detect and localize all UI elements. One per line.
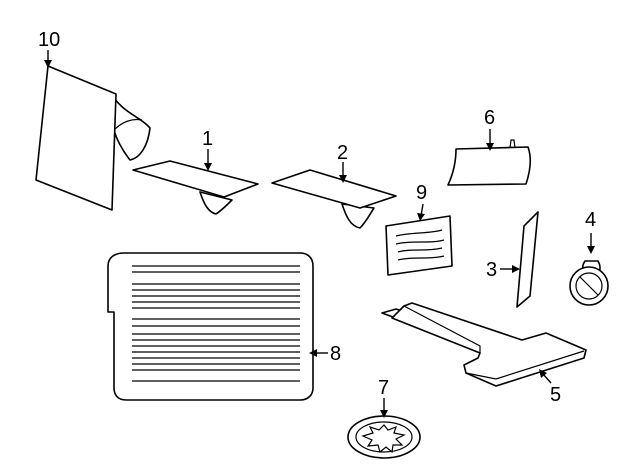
leader-5	[539, 369, 552, 384]
leader-1	[204, 149, 212, 171]
part-4-tag	[569, 260, 609, 306]
leader-7	[380, 398, 388, 418]
part-5-mat	[381, 302, 587, 387]
part-7-emblem	[347, 415, 421, 459]
leader-6	[486, 129, 494, 151]
callout-10: 10	[38, 29, 60, 51]
callout-3: 3	[486, 259, 497, 281]
callout-4: 4	[585, 209, 596, 231]
callout-1: 1	[202, 128, 213, 150]
callout-8: 8	[330, 343, 341, 365]
part-9-card	[385, 215, 453, 276]
leader-3	[500, 265, 520, 273]
leader-2	[339, 162, 347, 183]
part-2-strip	[271, 169, 397, 229]
part-1-strip	[132, 160, 259, 215]
leader-4	[587, 233, 595, 254]
callout-7: 7	[378, 377, 389, 399]
callout-9: 9	[416, 182, 427, 204]
leader-8	[309, 349, 328, 357]
callout-5: 5	[550, 384, 561, 406]
part-3-sheet	[516, 211, 539, 308]
part-6-label	[447, 139, 531, 186]
leader-10	[44, 50, 52, 68]
part-10-sheet	[35, 65, 151, 211]
leader-9	[417, 203, 425, 221]
callout-2: 2	[337, 142, 348, 164]
callout-6: 6	[484, 107, 495, 129]
part-8-panel	[107, 252, 314, 401]
